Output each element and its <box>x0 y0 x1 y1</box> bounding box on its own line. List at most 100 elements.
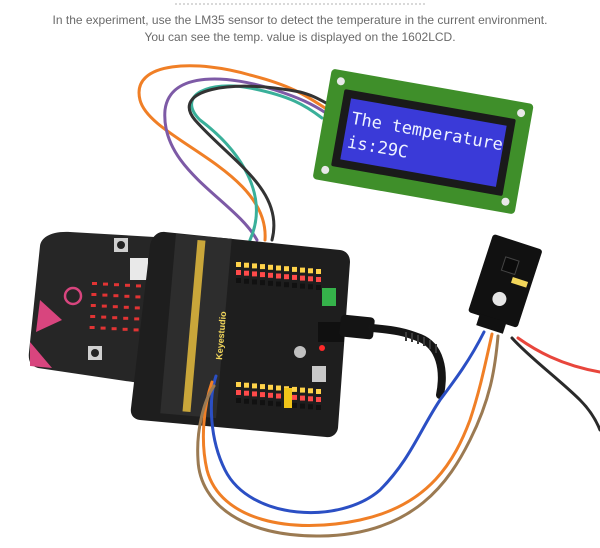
wire-green-lcd <box>190 84 324 242</box>
header-pin <box>316 285 321 290</box>
header-pin <box>308 396 313 402</box>
led <box>134 306 140 310</box>
microbit-logo-icon <box>63 286 83 306</box>
top-divider <box>175 3 425 5</box>
led <box>111 327 117 331</box>
microbit-pink-corner-top <box>36 300 62 332</box>
header-pin <box>316 269 321 274</box>
header-pin <box>276 401 281 407</box>
header-pin <box>252 271 257 277</box>
header-pin <box>236 398 241 403</box>
header-pin <box>292 386 297 392</box>
led <box>136 284 141 288</box>
shield-board: Keyestudio <box>130 231 350 438</box>
header-pin <box>300 395 305 401</box>
header-pin <box>252 399 257 405</box>
header-pin <box>292 274 297 280</box>
led <box>122 327 128 331</box>
usb-cable <box>339 314 446 399</box>
sensor-pcb <box>468 234 542 328</box>
header-pin <box>268 280 273 286</box>
lcd-mount-hole <box>501 197 510 206</box>
header-pin <box>292 394 297 400</box>
yellow-jumper <box>284 388 292 408</box>
lcd-mount-hole <box>336 77 345 86</box>
header-pin <box>236 382 241 387</box>
header-pin <box>276 393 281 399</box>
wire-blue <box>209 330 486 514</box>
header-pin <box>308 268 313 274</box>
led <box>90 304 96 307</box>
header-pin <box>300 387 305 393</box>
header-pin <box>292 266 297 272</box>
header-pin <box>244 278 249 284</box>
header-pin <box>316 405 321 410</box>
header-pin <box>236 262 241 267</box>
shield-brand: Keyestudio <box>214 310 228 360</box>
microbit-chip-label <box>130 258 148 280</box>
lcd-mount-hole <box>321 165 330 174</box>
led <box>123 305 129 309</box>
sensor-mount-hole <box>492 291 507 306</box>
header-pin <box>308 404 313 410</box>
edge-connector-pins <box>182 239 206 413</box>
header-pin <box>284 274 289 280</box>
caption-line-1: In the experiment, use the LM35 sensor t… <box>52 13 548 27</box>
led <box>90 315 96 318</box>
power-switch <box>294 346 306 358</box>
wire-purple-lcd <box>163 77 328 242</box>
header-pin <box>244 382 249 388</box>
microbit-pink-corner-bottom <box>30 342 52 368</box>
wire-black-lcd <box>187 84 330 242</box>
led <box>123 316 129 320</box>
led <box>114 283 119 287</box>
led <box>133 328 139 332</box>
lcd-module: The temperature is:29C <box>313 69 534 214</box>
header-pin <box>252 383 257 389</box>
led <box>101 304 107 308</box>
header-pin <box>284 282 289 288</box>
wire-red <box>516 336 600 374</box>
led <box>124 294 130 298</box>
header-pin <box>316 389 321 394</box>
header-pin <box>276 281 281 287</box>
header-pin <box>316 397 321 402</box>
led <box>100 326 106 330</box>
header-pin <box>260 272 265 278</box>
header-pin <box>308 276 313 282</box>
header-pin <box>316 277 321 282</box>
header-pin <box>292 282 297 288</box>
green-terminal <box>322 288 336 306</box>
header-pin <box>244 390 249 396</box>
header-pin <box>300 267 305 273</box>
header-pin <box>276 273 281 279</box>
header-pin <box>268 264 273 270</box>
header-pin <box>300 403 305 409</box>
lm35-sensor-module <box>468 234 542 334</box>
header-pin <box>260 400 265 406</box>
header-pin <box>308 284 313 290</box>
header-pin <box>236 390 241 395</box>
sensor-wires <box>196 330 600 538</box>
header-pin <box>292 402 297 408</box>
caption-line-2: You can see the temp. value is displayed… <box>144 30 456 44</box>
wire-orange <box>201 332 494 527</box>
usb-port <box>312 366 326 382</box>
header-pin <box>300 283 305 289</box>
header-pin <box>260 392 265 398</box>
led-matrix <box>89 282 141 332</box>
header-pin <box>276 385 281 391</box>
led <box>135 295 141 299</box>
sensor-label <box>510 277 529 288</box>
wire-orange-lcd <box>137 64 327 242</box>
header-pin <box>252 279 257 285</box>
led <box>125 283 130 287</box>
caption: In the experiment, use the LM35 sensor t… <box>0 12 600 46</box>
usb-plug <box>339 314 375 340</box>
header-pin <box>300 275 305 281</box>
sensor-connector <box>476 313 507 334</box>
header-pins <box>236 262 321 410</box>
power-jack <box>318 322 344 342</box>
led <box>91 293 97 296</box>
